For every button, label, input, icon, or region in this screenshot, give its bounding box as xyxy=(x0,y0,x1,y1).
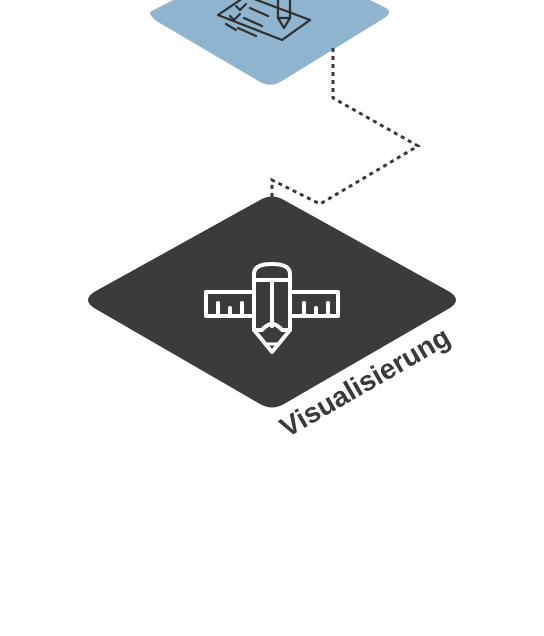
pencil-ruler-icon xyxy=(204,262,340,354)
visualisierung-node xyxy=(88,196,456,408)
dotted-connector xyxy=(270,48,421,206)
checklist-pencil-icon xyxy=(216,0,312,42)
planning-node xyxy=(150,0,389,85)
planning-tile xyxy=(150,0,389,85)
